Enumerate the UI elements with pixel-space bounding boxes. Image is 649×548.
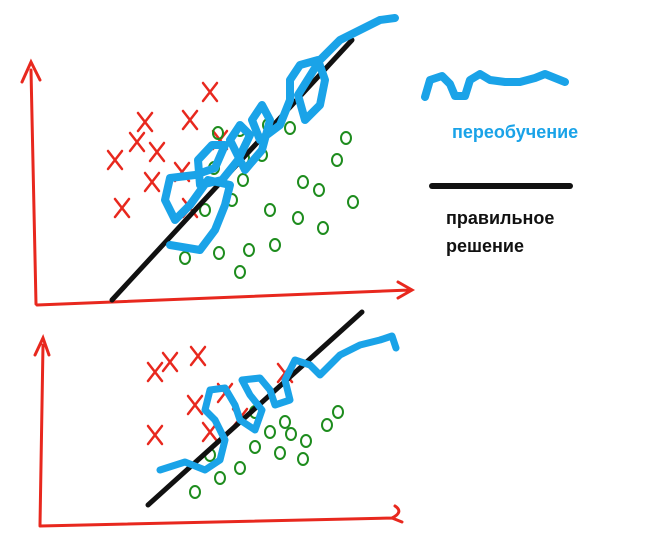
x-mark [128, 131, 146, 153]
o-mark [234, 265, 246, 279]
x-mark [201, 81, 219, 103]
x-mark [161, 351, 179, 373]
x-mark [113, 197, 131, 219]
o-mark [213, 246, 225, 260]
o-mark [249, 440, 261, 454]
o-mark [243, 243, 255, 257]
legend-correct-label-line1: правильное [446, 208, 555, 228]
x-mark [146, 361, 164, 383]
o-mark [269, 238, 281, 252]
x-mark [146, 424, 164, 446]
o-mark [274, 446, 286, 460]
x-mark [136, 111, 154, 133]
o-mark [321, 418, 333, 432]
overfit-curve-bottom [156, 332, 400, 474]
top-x-axis [35, 280, 416, 307]
overfit-curve-top [161, 14, 399, 254]
x-mark [181, 109, 199, 131]
o-mark [199, 203, 211, 217]
o-mark [332, 405, 344, 419]
legend-overfitting-label: переобучение [452, 122, 579, 142]
legend-correct-label-line2: решение [446, 236, 524, 256]
o-mark [340, 131, 352, 145]
legend-overfit-sample [421, 70, 569, 101]
o-mark [317, 221, 329, 235]
o-mark [292, 211, 304, 225]
x-mark [186, 394, 204, 416]
o-mark [297, 452, 309, 466]
o-mark [212, 126, 224, 140]
o-mark [189, 485, 201, 499]
x-mark [148, 141, 166, 163]
correct-line-bottom [145, 309, 365, 508]
bottom-x-axis [38, 504, 404, 528]
o-mark [347, 195, 359, 209]
o-mark [234, 461, 246, 475]
o-mark [179, 251, 191, 265]
bottom-y-axis [33, 334, 51, 527]
x-mark [189, 345, 207, 367]
o-mark [297, 175, 309, 189]
o-mark [214, 471, 226, 485]
o-mark [264, 203, 276, 217]
o-mark [237, 173, 249, 187]
o-mark [284, 121, 296, 135]
x-mark [106, 149, 124, 171]
o-mark [285, 427, 297, 441]
top-y-axis [20, 58, 42, 306]
o-mark [279, 415, 291, 429]
o-mark [264, 425, 276, 439]
o-mark [313, 183, 325, 197]
o-mark [300, 434, 312, 448]
o-mark [331, 153, 343, 167]
x-mark [143, 171, 161, 193]
